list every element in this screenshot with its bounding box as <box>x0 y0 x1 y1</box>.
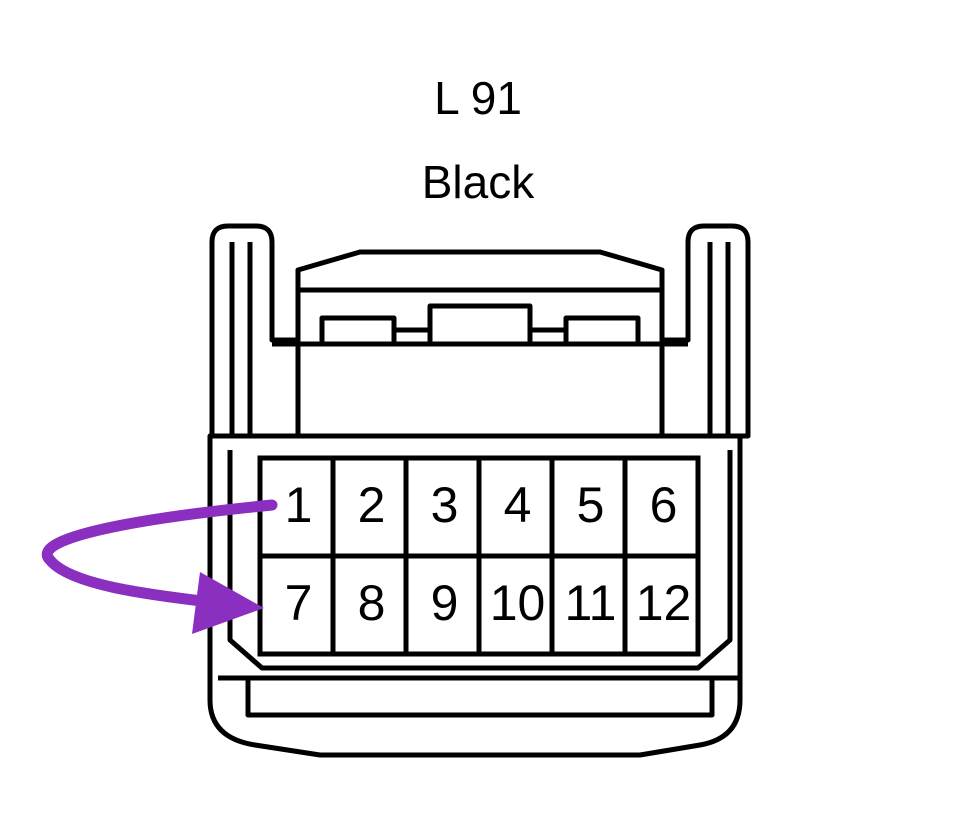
right-latch <box>659 223 751 439</box>
pin-number: 12 <box>636 575 692 631</box>
key-tab-right <box>563 315 641 347</box>
pin-number: 11 <box>565 575 617 631</box>
pin-cell <box>622 553 701 657</box>
pin-number: 1 <box>285 477 313 533</box>
pin-number: 5 <box>577 477 605 533</box>
pin-number: 8 <box>358 575 386 631</box>
pin-cell <box>403 455 482 559</box>
pin-cell <box>403 553 482 657</box>
key-tab-center <box>427 303 533 347</box>
left-latch <box>209 223 301 439</box>
pin-cell <box>330 553 409 657</box>
pin-number: 10 <box>490 575 546 631</box>
connector-color-label: Black <box>422 156 535 208</box>
pin-number: 2 <box>358 477 386 533</box>
pin-number: 4 <box>504 477 532 533</box>
pin-number: 7 <box>285 575 313 631</box>
lower-lip <box>218 675 740 718</box>
pin-cell <box>476 553 555 657</box>
jumper-arrow <box>41 499 278 634</box>
connector-id-label: L 91 <box>434 72 522 124</box>
pin-number: 3 <box>431 477 459 533</box>
jumper-arrowhead <box>192 572 264 634</box>
right-latch-inner <box>707 242 731 436</box>
jumper-wire <box>41 499 278 608</box>
pin-number: 9 <box>431 575 459 631</box>
pin-number: 6 <box>650 477 678 533</box>
pin-cell <box>622 455 701 559</box>
left-latch-inner <box>229 242 253 436</box>
key-tab-left <box>319 315 397 347</box>
